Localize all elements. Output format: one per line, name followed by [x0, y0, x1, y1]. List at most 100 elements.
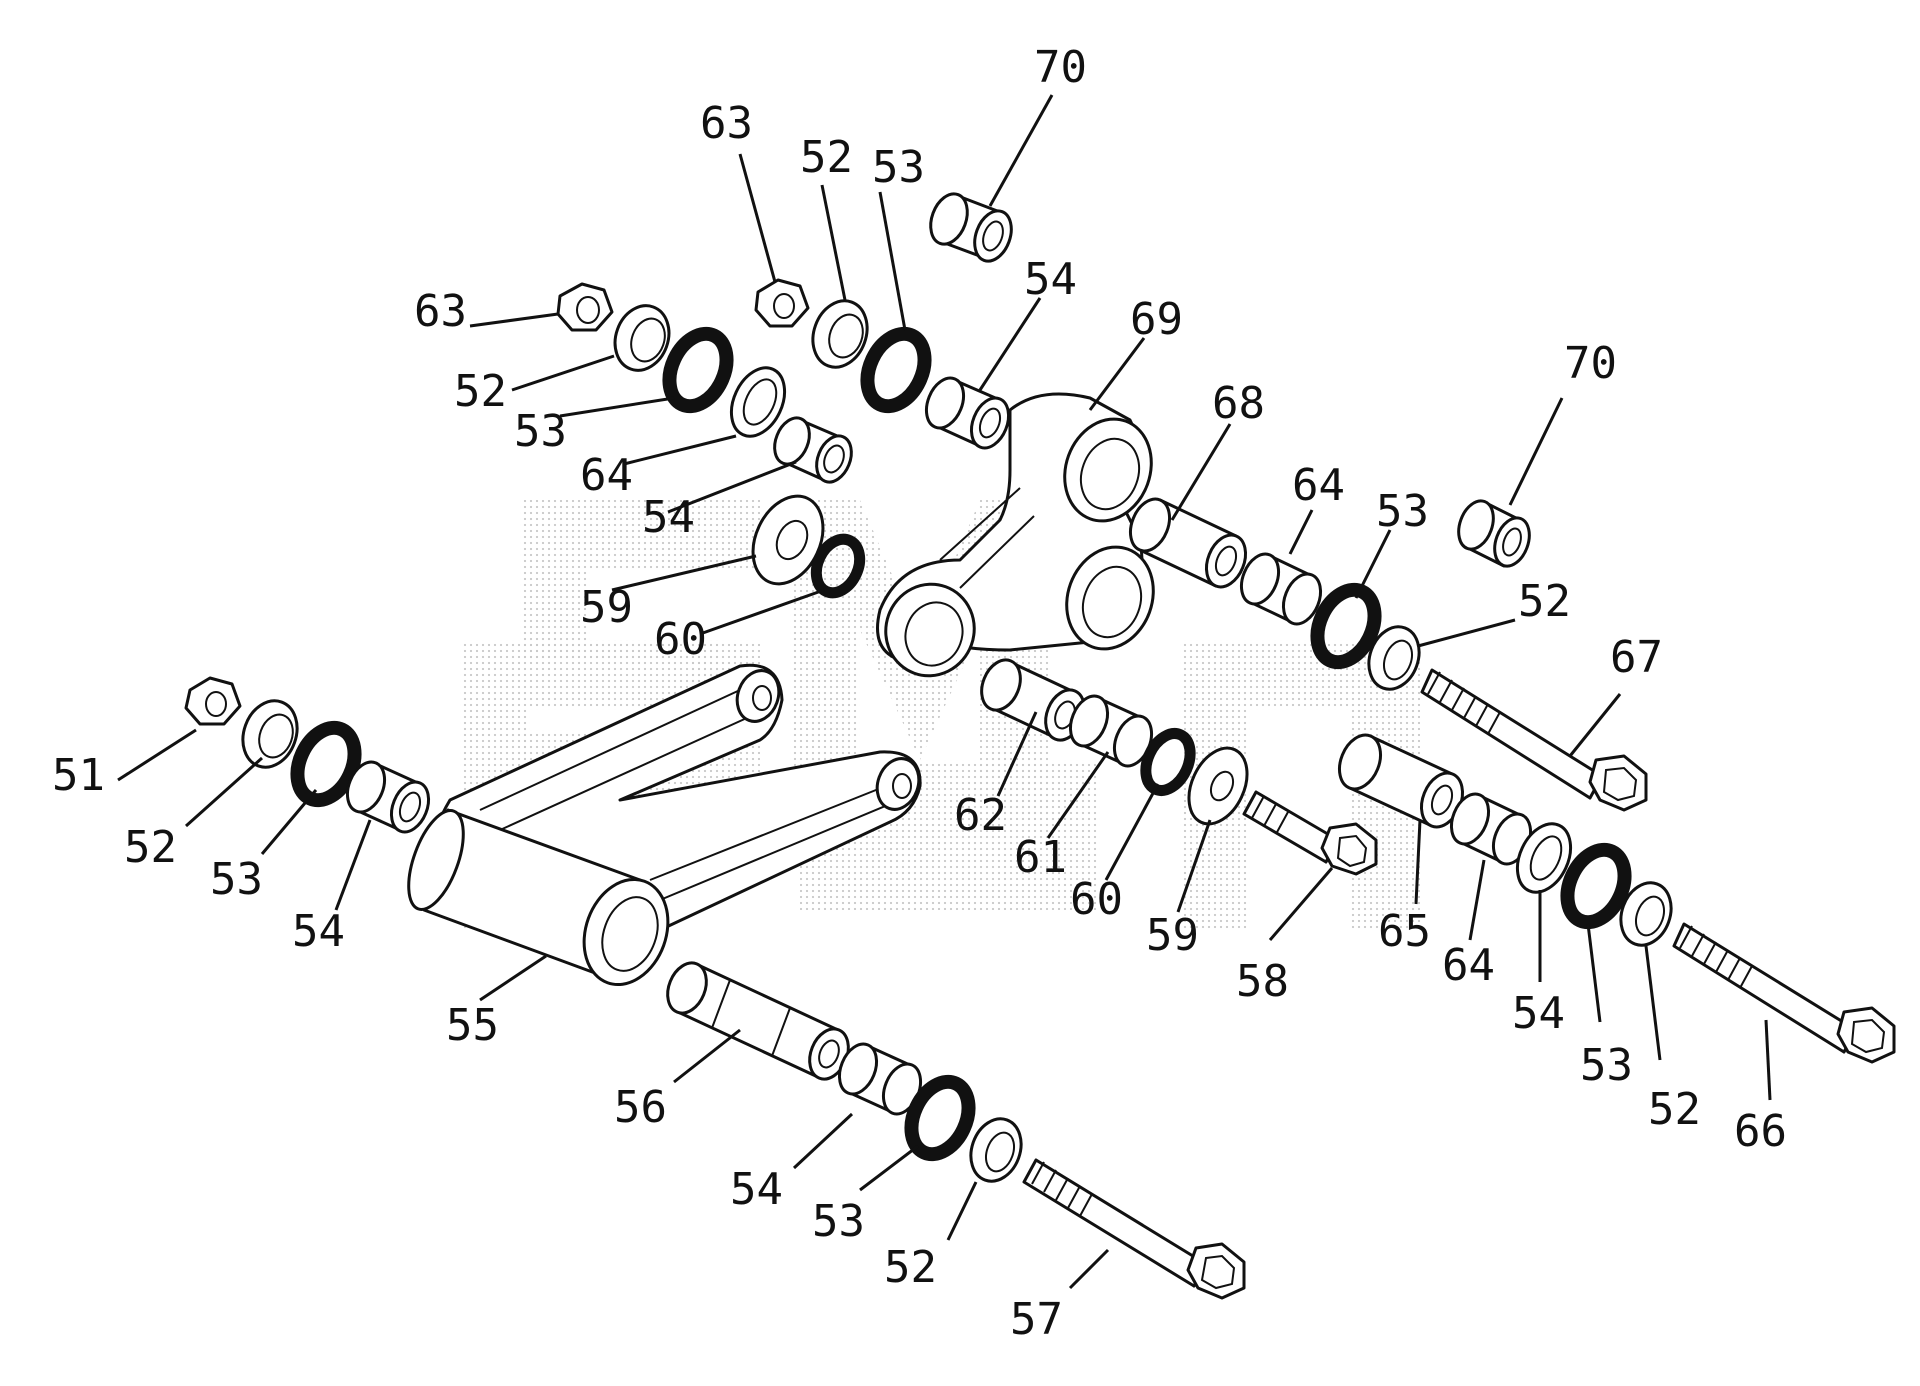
leader-58 — [1268, 867, 1334, 941]
leader-55 — [479, 954, 547, 1002]
callout-61: 61 — [1014, 832, 1067, 883]
callout-54-left: 54 — [642, 492, 695, 543]
leader-70b — [1508, 397, 1564, 506]
leader-52a — [820, 184, 847, 301]
leader-53f — [859, 1144, 919, 1192]
part-54-bearing-bottom — [837, 1042, 923, 1116]
callout-58: 58 — [1236, 956, 1289, 1007]
callout-55: 55 — [446, 1000, 499, 1051]
part-64-washer-upper-left — [729, 366, 787, 438]
callout-64-lower-right: 64 — [1442, 940, 1495, 991]
callout-60-upper: 60 — [654, 614, 707, 665]
part-54-bearing-upper-left — [773, 416, 853, 484]
leader-lines — [117, 94, 1772, 1290]
part-51-nut — [184, 676, 242, 726]
part-70-bushing-right — [1457, 499, 1531, 568]
leader-64a — [1288, 509, 1314, 555]
leader-52f — [946, 1181, 978, 1241]
callout-57: 57 — [1010, 1294, 1063, 1345]
part-70-bushing-top — [929, 192, 1013, 263]
part-54-washer-lower-right — [1515, 822, 1573, 894]
callout-52-left: 52 — [454, 366, 507, 417]
leader-68 — [1170, 423, 1232, 521]
leader-54b — [667, 460, 797, 514]
callout-labels: 70 63 52 53 63 54 69 52 68 70 53 64 64 5… — [52, 42, 1787, 1345]
callout-56: 56 — [614, 1082, 667, 1133]
leader-52c — [1417, 618, 1516, 648]
leader-67 — [1568, 693, 1622, 757]
part-63-nut-upper-left — [556, 282, 614, 332]
leader-59b — [1176, 819, 1212, 913]
part-52-spacer-upper-middle — [811, 299, 869, 369]
leader-51 — [117, 728, 197, 782]
part-59-washer-middle — [1187, 746, 1249, 826]
callout-63-left: 63 — [414, 286, 467, 337]
part-52-spacer-upper-right — [1367, 625, 1421, 691]
part-63-nut-upper-middle — [754, 278, 810, 328]
part-53-seal-bottom — [904, 1074, 976, 1162]
callout-59-upper: 59 — [580, 582, 633, 633]
leader-56 — [673, 1028, 741, 1084]
callout-52-top: 52 — [800, 132, 853, 183]
part-65-sleeve — [1337, 733, 1465, 829]
callout-64-upper-right: 64 — [1292, 460, 1345, 511]
part-60-seal-upper — [810, 533, 866, 599]
leader-60b — [1104, 783, 1160, 881]
leader-53d — [1586, 923, 1602, 1023]
callout-52-lower-right: 52 — [1648, 1084, 1701, 1135]
leader-53a — [878, 191, 907, 331]
part-56-sleeve — [666, 961, 850, 1081]
part-54-bearing-lower-left — [345, 760, 431, 834]
part-55-linkage — [407, 663, 922, 987]
leader-52d — [184, 756, 264, 828]
callout-64-left: 64 — [580, 450, 633, 501]
parts — [184, 192, 1896, 1300]
leader-69 — [1088, 337, 1146, 411]
leader-52b — [511, 354, 615, 392]
leader-63b — [469, 312, 559, 328]
leader-52e — [1644, 945, 1662, 1061]
leader-65 — [1414, 819, 1422, 905]
callout-67: 67 — [1610, 632, 1663, 683]
leader-53b — [559, 396, 675, 418]
callout-69: 69 — [1130, 294, 1183, 345]
leader-70a — [988, 94, 1054, 207]
part-69-link — [876, 392, 1155, 678]
callout-53-upper-right: 53 — [1376, 486, 1429, 537]
callout-68: 68 — [1212, 378, 1265, 429]
callout-66: 66 — [1734, 1106, 1787, 1157]
part-52-spacer-upper-left — [613, 304, 671, 372]
leader-59a — [611, 554, 757, 592]
part-59-washer-upper — [751, 494, 825, 586]
leader-53c — [1354, 529, 1392, 599]
callout-59-middle: 59 — [1146, 910, 1199, 961]
leader-54e — [792, 1112, 854, 1170]
callout-65: 65 — [1378, 906, 1431, 957]
callout-53-lower-right: 53 — [1580, 1040, 1633, 1091]
part-53-seal-upper-middle — [860, 326, 932, 414]
leader-53e — [260, 789, 318, 855]
leader-54a — [978, 297, 1042, 391]
part-66-bolt — [1672, 922, 1896, 1064]
callout-53-top: 53 — [872, 142, 925, 193]
part-54-bearing-upper-middle — [924, 376, 1011, 450]
part-68-sleeve — [1128, 497, 1248, 589]
part-61-bearing — [1068, 694, 1154, 768]
callout-53-left: 53 — [514, 406, 567, 457]
leader-60a — [699, 588, 825, 636]
leader-54c — [334, 819, 372, 911]
callout-54-top: 54 — [1024, 254, 1077, 305]
callout-62: 62 — [954, 790, 1007, 841]
callout-63-top: 63 — [700, 98, 753, 149]
part-57-bolt — [1022, 1158, 1246, 1300]
callout-53-lower-left: 53 — [210, 854, 263, 905]
callout-70-right: 70 — [1564, 338, 1617, 389]
part-67-bolt — [1420, 668, 1648, 812]
callout-54-lower-right: 54 — [1512, 988, 1565, 1039]
leader-64b — [623, 434, 737, 466]
callout-52-upper-right: 52 — [1518, 576, 1571, 627]
callout-53-bottom: 53 — [812, 1196, 865, 1247]
leader-63a — [738, 153, 777, 283]
leader-61 — [1046, 751, 1110, 839]
